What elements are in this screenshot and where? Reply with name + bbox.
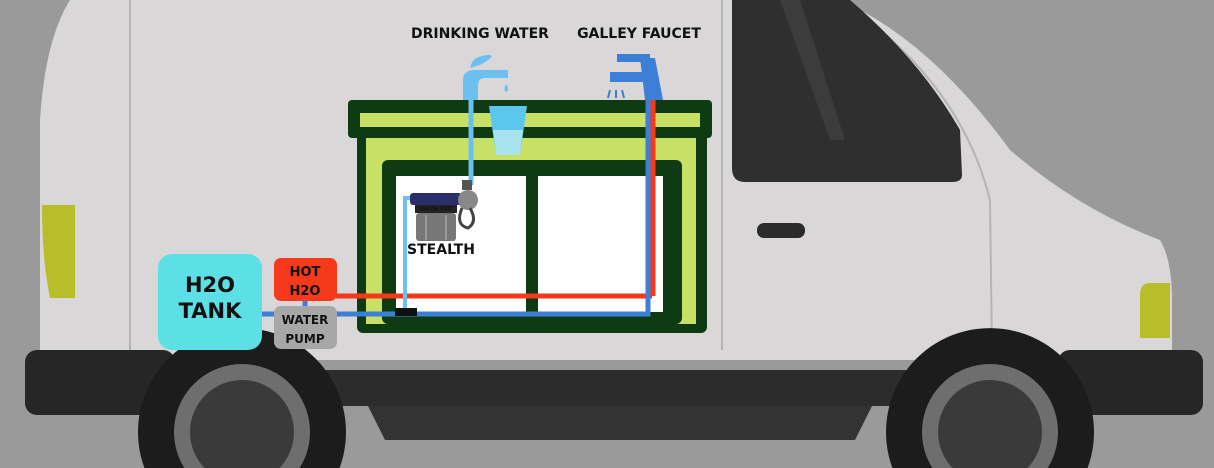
window-reflection [780,0,845,140]
front-bumper [1058,350,1203,415]
cabinet-door-right[interactable] [538,176,663,312]
glass-water-fill [493,130,523,155]
cab-window [732,0,962,182]
galley-faucet-icon[interactable] [607,54,663,100]
stealth-filter[interactable]: guzzle H2O [410,180,478,241]
tank-label-line1: H2O [185,273,235,297]
hot-label-line1: HOT [290,265,321,280]
h2o-tank[interactable]: H2O TANK [158,254,262,350]
rear-light [42,205,75,298]
tank-label-line2: TANK [179,299,243,323]
drinking-water-faucet-icon[interactable] [463,55,508,100]
galley-faucet-label: GALLEY FAUCET [577,26,701,42]
door-handle[interactable] [757,223,805,238]
filter-label: STEALTH [407,242,475,258]
front-light [1140,283,1170,338]
pump-label-line2: PUMP [285,332,324,346]
filter-brand-label: guzzle H2O [420,206,452,212]
hot-water-heater[interactable]: HOT H2O [274,258,337,301]
lower-skirt [368,406,872,440]
front-wheel [886,328,1094,468]
hot-label-line2: H2O [290,284,321,299]
drinking-water-label: DRINKING WATER [411,26,549,42]
rear-bumper [25,350,175,415]
pump-label-line1: WATER [282,313,329,327]
tee-fitting [395,308,417,316]
water-pump[interactable]: WATER PUMP [274,306,337,349]
rear-wheel [138,328,346,468]
